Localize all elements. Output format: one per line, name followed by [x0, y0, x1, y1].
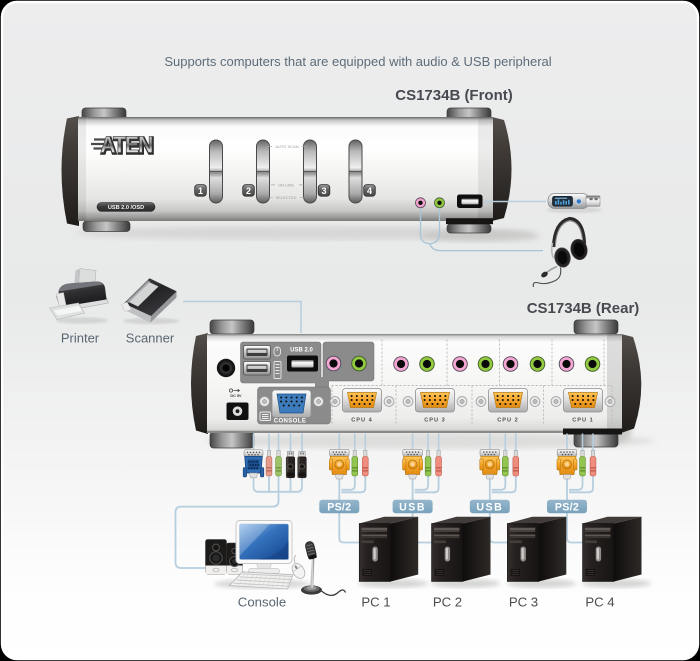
svg-text:3: 3 — [321, 186, 326, 196]
svg-text:CPU 1: CPU 1 — [572, 418, 593, 424]
svg-text:ON LINE: ON LINE — [278, 182, 294, 187]
svg-text:1: 1 — [198, 186, 203, 196]
svg-text:CPU 3: CPU 3 — [424, 418, 445, 424]
svg-text:CS1734B (Front): CS1734B (Front) — [395, 87, 513, 104]
svg-text:ATEN: ATEN — [101, 132, 154, 158]
svg-text:CS1734B (Rear): CS1734B (Rear) — [527, 300, 640, 317]
svg-text:PC 2: PC 2 — [433, 595, 462, 610]
svg-text:Console: Console — [238, 595, 286, 610]
svg-text:Printer: Printer — [61, 331, 100, 346]
svg-text:USB 2.0: USB 2.0 — [290, 348, 313, 354]
svg-text:PS/2: PS/2 — [555, 501, 579, 513]
svg-text:USB: USB — [476, 501, 503, 513]
svg-text:PC 3: PC 3 — [509, 595, 538, 610]
svg-text:CONSOLE: CONSOLE — [274, 418, 306, 424]
svg-text:USB: USB — [399, 501, 426, 513]
svg-text:4: 4 — [367, 186, 372, 196]
svg-text:DC 5V: DC 5V — [230, 394, 242, 398]
svg-text:CPU 4: CPU 4 — [351, 418, 372, 424]
svg-text:USB 2.0 /OSD: USB 2.0 /OSD — [108, 205, 144, 211]
svg-text:Supports computers that are eq: Supports computers that are equipped wit… — [164, 54, 551, 69]
svg-text:ATEN: ATEN — [100, 132, 153, 158]
svg-text:SELECTED: SELECTED — [275, 195, 296, 200]
svg-text:PC 4: PC 4 — [585, 595, 614, 610]
svg-text:AUTO SCAN: AUTO SCAN — [275, 144, 298, 149]
svg-text:PS/2: PS/2 — [327, 501, 351, 513]
svg-text:2: 2 — [246, 186, 251, 196]
svg-text:Scanner: Scanner — [126, 331, 175, 346]
svg-text:CPU 2: CPU 2 — [497, 418, 518, 424]
svg-text:PC 1: PC 1 — [361, 595, 390, 610]
